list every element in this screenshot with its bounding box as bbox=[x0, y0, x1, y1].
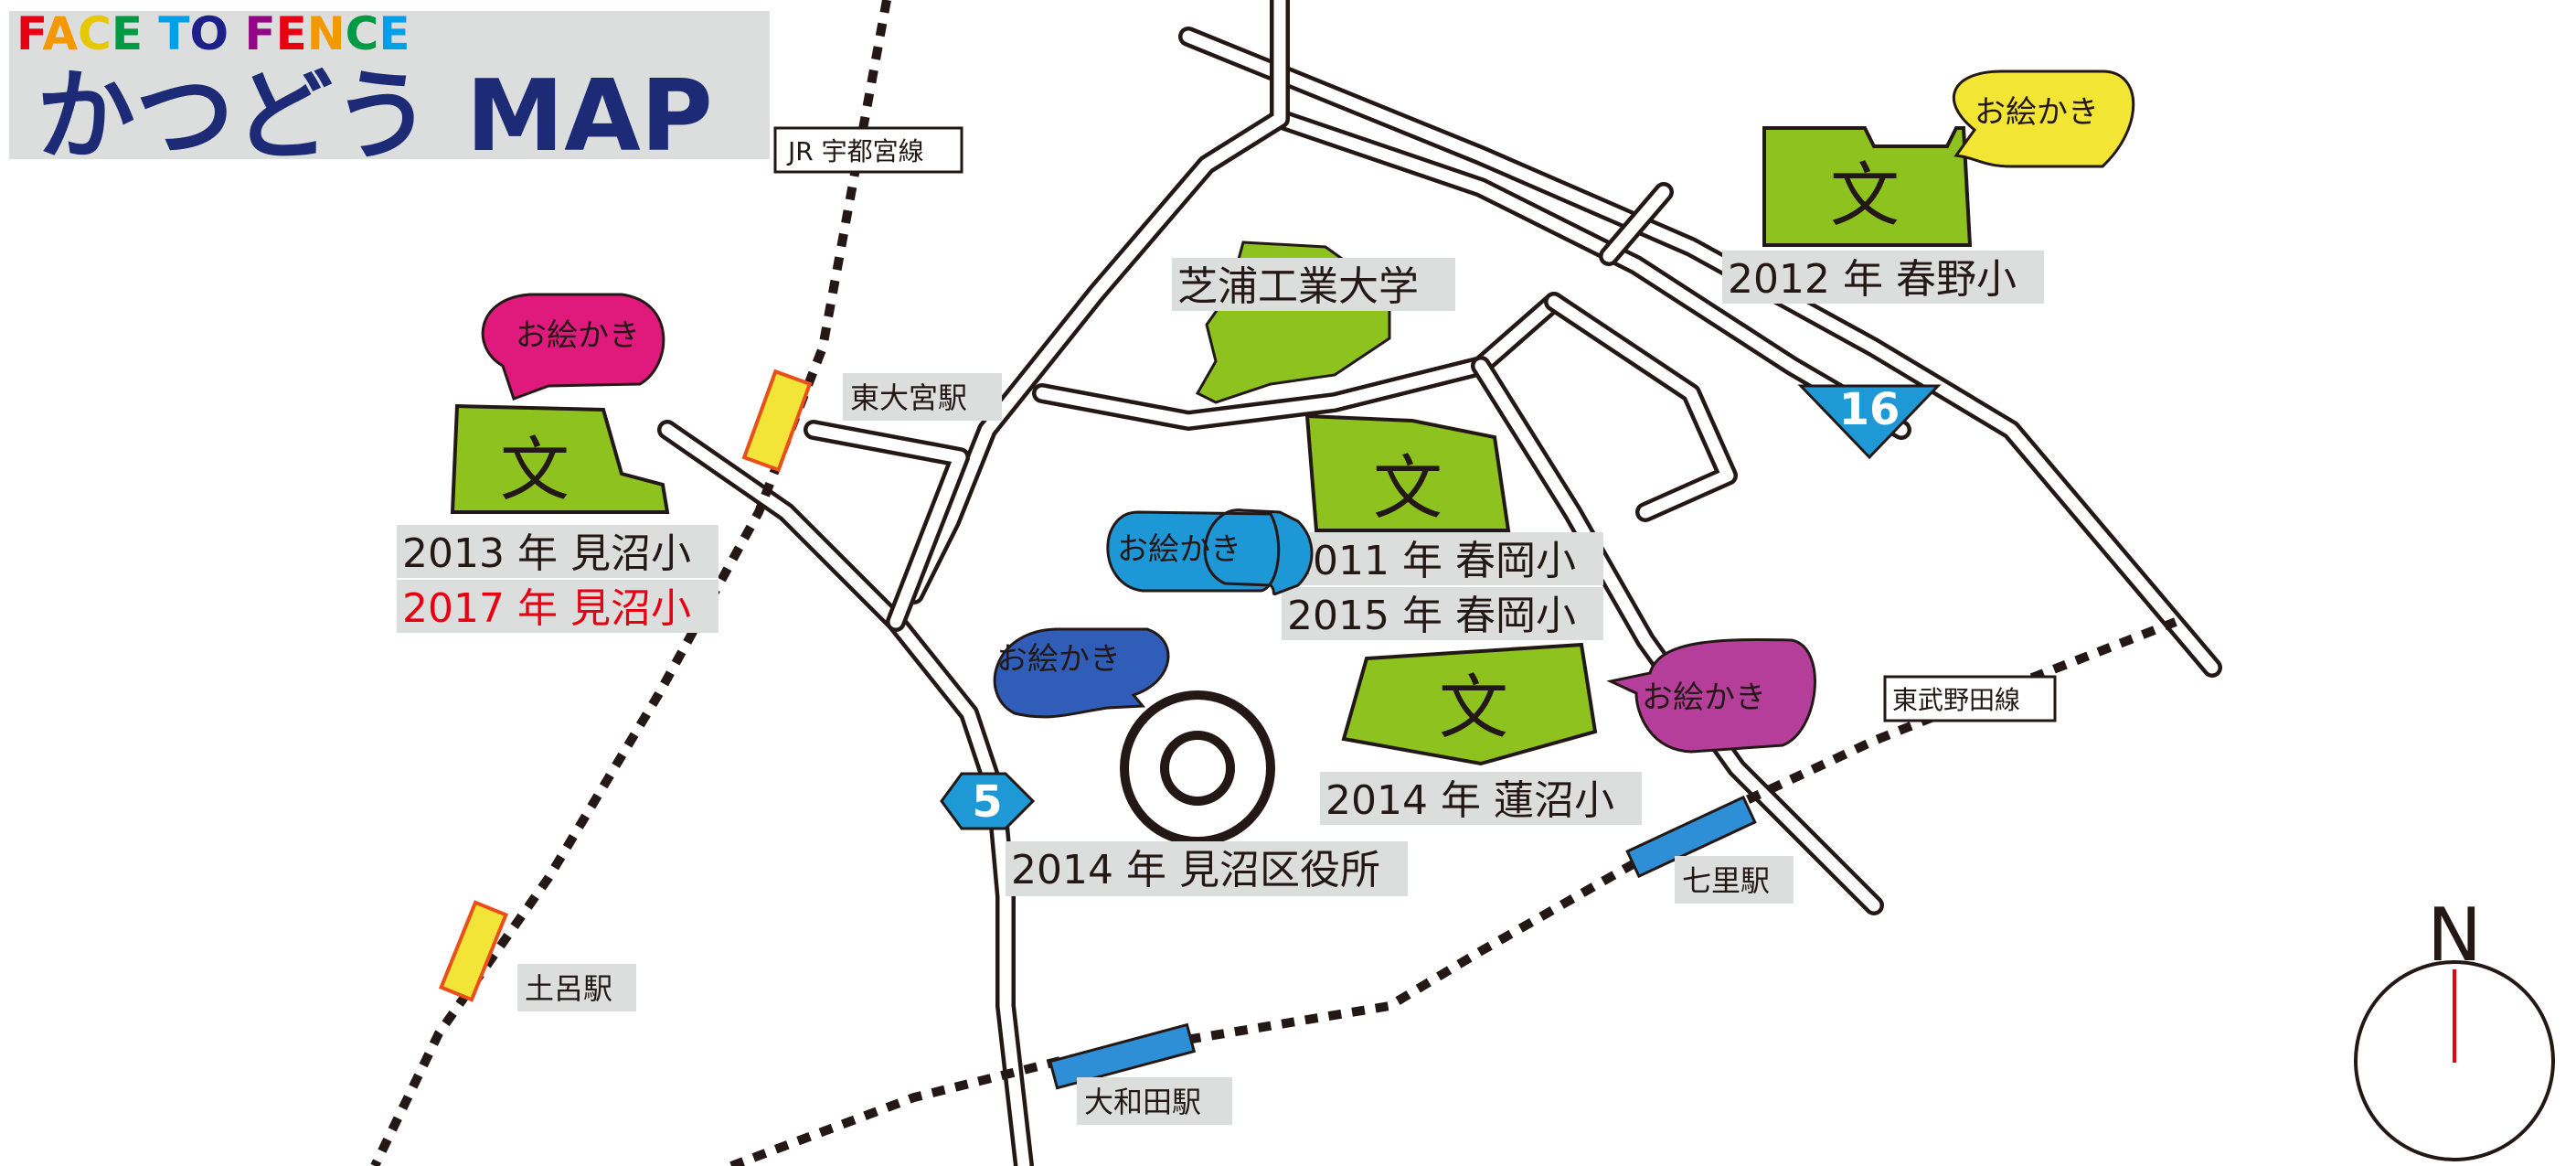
svg-text:2014 年 蓮沼小: 2014 年 蓮沼小 bbox=[1325, 777, 1614, 824]
svg-text:お絵かき: お絵かき bbox=[516, 317, 640, 354]
minuma-label-2013: 2013 年 見沼小 bbox=[397, 525, 719, 578]
bubble-haruoka: お絵かき bbox=[1106, 508, 1314, 595]
route-5-sign: 5 bbox=[940, 772, 1036, 830]
map-title: かつどう MAP bbox=[37, 59, 713, 174]
nanasato-label: 七里駅 bbox=[1675, 856, 1794, 904]
title-block: FACE TO FENCE かつどう MAP bbox=[9, 7, 770, 174]
school-haruoka: 文 bbox=[1304, 413, 1511, 532]
svg-text:お絵かき: お絵かき bbox=[1642, 679, 1766, 716]
haruoka-label-2015: 2015 年 春岡小 bbox=[1282, 587, 1603, 640]
svg-text:2011 年 春岡小: 2011 年 春岡小 bbox=[1287, 538, 1576, 584]
jr-utsunomiya-line bbox=[370, 0, 891, 1166]
svg-text:お絵かき: お絵かき bbox=[1975, 94, 2099, 131]
svg-text:大和田駅: 大和田駅 bbox=[1084, 1085, 1201, 1119]
jr-line-label: JR 宇都宮線 bbox=[773, 126, 963, 174]
university-label: 芝浦工業大学 bbox=[1172, 258, 1455, 311]
toro-label: 土呂駅 bbox=[517, 964, 636, 1011]
svg-text:お絵かき: お絵かき bbox=[1117, 531, 1241, 568]
svg-text:東武野田線: 東武野田線 bbox=[1892, 685, 2020, 715]
svg-text:2013 年 見沼小: 2013 年 見沼小 bbox=[402, 530, 691, 577]
svg-text:2014 年 見沼区役所: 2014 年 見沼区役所 bbox=[1011, 847, 1380, 893]
school-minuma: 文 bbox=[450, 403, 670, 514]
compass: N bbox=[2354, 893, 2555, 1161]
svg-text:文: 文 bbox=[1439, 667, 1508, 748]
svg-text:JR 宇都宮線: JR 宇都宮線 bbox=[786, 136, 924, 166]
svg-text:文: 文 bbox=[1830, 155, 1900, 236]
svg-text:文: 文 bbox=[1373, 447, 1442, 529]
bubble-hasunuma: お絵かき bbox=[1606, 637, 1816, 754]
haruno-label: 2012 年 春野小 bbox=[1722, 251, 2044, 304]
hasunuma-label: 2014 年 蓮沼小 bbox=[1320, 772, 1642, 825]
svg-text:2017 年 見沼小: 2017 年 見沼小 bbox=[402, 585, 691, 632]
svg-text:文: 文 bbox=[500, 429, 569, 510]
brand-title: FACE TO FENCE bbox=[16, 7, 410, 60]
railways bbox=[370, 0, 2177, 1166]
svg-text:16: 16 bbox=[1839, 384, 1900, 435]
svg-text:お絵かき: お絵かき bbox=[996, 641, 1121, 678]
higashi-omiya-station-marker bbox=[741, 369, 813, 473]
route-16-sign: 16 bbox=[1797, 384, 1942, 460]
svg-text:土呂駅: 土呂駅 bbox=[525, 971, 612, 1006]
minuma-label-2017: 2017 年 見沼小 bbox=[397, 580, 719, 633]
owada-station-marker bbox=[1048, 1022, 1197, 1090]
ward-office-symbol bbox=[1120, 690, 1275, 846]
tobu-noda-line bbox=[729, 617, 2177, 1166]
haruoka-label-2011: 2011 年 春岡小 bbox=[1282, 532, 1603, 585]
svg-text:2012 年 春野小: 2012 年 春野小 bbox=[1728, 256, 2017, 303]
higashi-omiya-label: 東大宮駅 bbox=[843, 373, 1002, 421]
tobu-line-label: 東武野田線 bbox=[1883, 675, 2057, 722]
svg-text:2015 年 春岡小: 2015 年 春岡小 bbox=[1287, 593, 1576, 639]
bubble-haruno: お絵かき bbox=[1953, 70, 2135, 168]
owada-label: 大和田駅 bbox=[1077, 1077, 1232, 1125]
ward-office-label: 2014 年 見沼区役所 bbox=[1006, 841, 1408, 896]
svg-text:七里駅: 七里駅 bbox=[1682, 863, 1770, 898]
north-label: N bbox=[2427, 893, 2482, 978]
bubble-minuma: お絵かき bbox=[481, 293, 665, 401]
bubble-ward-office: お絵かき bbox=[993, 627, 1170, 719]
svg-text:5: 5 bbox=[972, 776, 1002, 828]
svg-text:芝浦工業大学: 芝浦工業大学 bbox=[1177, 263, 1419, 310]
svg-text:東大宮駅: 東大宮駅 bbox=[850, 380, 967, 415]
school-hasunuma: 文 bbox=[1341, 642, 1598, 766]
toro-station-marker bbox=[438, 900, 509, 1002]
school-haruno: 文 bbox=[1762, 126, 1973, 247]
nanasato-station-marker bbox=[1625, 795, 1757, 879]
